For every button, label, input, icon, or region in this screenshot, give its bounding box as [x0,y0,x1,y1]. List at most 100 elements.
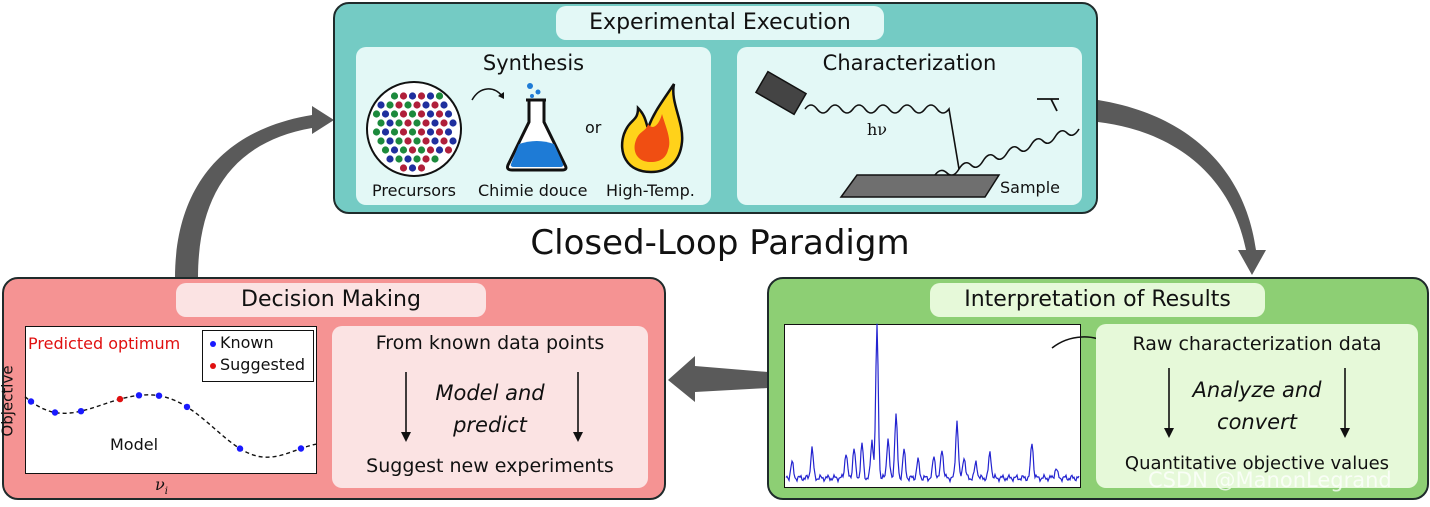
precursor-dot [404,119,412,127]
precursor-dot [386,119,394,127]
precursor-dot [377,119,385,127]
synthesis-title: Synthesis [482,51,585,75]
precursor-dot [444,128,453,136]
precursor-dot [399,164,408,172]
model-predict-label: Model and predict [332,377,648,441]
precursor-dot [422,101,430,109]
precursors-icon [366,81,462,177]
plot-legend [202,330,314,382]
precursor-dot [381,146,390,154]
raw-data-label: Raw characterization data [1132,333,1382,355]
precursors-label: Precursors [372,181,456,200]
known-point [155,392,163,399]
incident-wave [804,104,960,170]
precursor-dot [390,110,399,118]
from-known-label: From known data points [375,332,605,354]
precursor-dot [399,128,408,136]
precursor-dot [390,92,399,100]
spectrum-line [785,323,1080,484]
model-plot [24,392,317,458]
precursor-dot [417,110,426,118]
precursor-dot [395,119,403,127]
precursor-dot [431,137,439,145]
precursor-dot [422,119,430,127]
precursor-dot [372,128,381,136]
precursor-dot [426,110,435,118]
known-point [297,445,305,452]
precursor-dot [435,92,444,100]
model-predict-line2: predict [453,413,527,437]
precursor-dot [395,101,403,109]
model-predict-line1: Model and [435,381,545,405]
precursor-dot [440,101,448,109]
legend-known-marker [210,341,216,347]
precursor-dot [444,146,453,154]
precursor-dot [431,119,439,127]
precursor-dot [417,128,426,136]
precursor-dot [422,155,430,163]
known-point [51,409,59,416]
curved-arrow-icon [471,88,504,101]
precursor-dot [435,110,444,118]
precursor-dot [417,164,426,172]
precursor-dot [413,137,421,145]
analyze-label: Analyze and convert [1096,374,1418,438]
legend-known-label: Known [220,333,274,352]
precursor-dot [408,128,417,136]
legend-suggested-marker [210,363,216,369]
model-predict-box [332,326,648,488]
y-axis-label: Objective [0,365,17,437]
precursor-dot [399,110,408,118]
precursor-dot [417,92,426,100]
scattered-wave [926,128,1080,186]
x-axis-label: νi [155,475,168,497]
precursor-dot [386,101,394,109]
x-axis-symbol: ν [155,475,165,494]
precursor-dot [381,110,390,118]
suggest-label: Suggest new experiments [366,455,614,477]
flame-icon [620,83,684,174]
known-point [183,403,191,411]
page-title: Closed-Loop Paradigm [530,223,910,263]
analyze-line2: convert [1217,410,1297,434]
precursor-dot [426,128,435,136]
precursor-dot [381,128,390,136]
precursor-dot [404,137,412,145]
model-arrows [401,372,583,442]
characterization-title: Characterization [822,51,997,75]
precursor-dot [372,110,381,118]
flask-icon [506,83,568,172]
legend-suggested-label: Suggested [220,355,306,374]
or-label: or [585,118,602,137]
characterization-diagram [754,70,1080,198]
precursor-dot [386,155,394,163]
arrow-decision-to-experiment [175,106,334,278]
known-point [27,398,35,405]
model-curve [24,394,317,458]
precursor-dot [435,128,444,136]
precursor-dot [431,101,439,109]
known-point [236,445,244,452]
experimental-execution-title: Experimental Execution [556,6,884,40]
precursor-dot [440,137,448,145]
chimie-douce-label: Chimie douce [478,181,588,200]
precursor-dot [377,137,385,145]
precursor-dot [404,155,412,163]
precursor-dot [449,119,457,127]
precursor-dot [386,137,394,145]
precursor-dot [435,146,444,154]
source-icon [754,70,808,116]
precursor-dot [390,146,399,154]
precursor-dot [408,164,417,172]
precursor-dot [377,101,385,109]
analyze-box [1096,324,1418,488]
arrow-interpretation-to-decision [668,356,768,402]
precursor-dot [408,146,417,154]
precursor-dot [417,146,426,154]
quantitative-label: Quantitative objective values [1124,453,1390,474]
precursor-dot [413,101,421,109]
analyze-line1: Analyze and [1192,378,1322,402]
precursor-dot [444,110,453,118]
spectrum-plot [785,323,1080,484]
